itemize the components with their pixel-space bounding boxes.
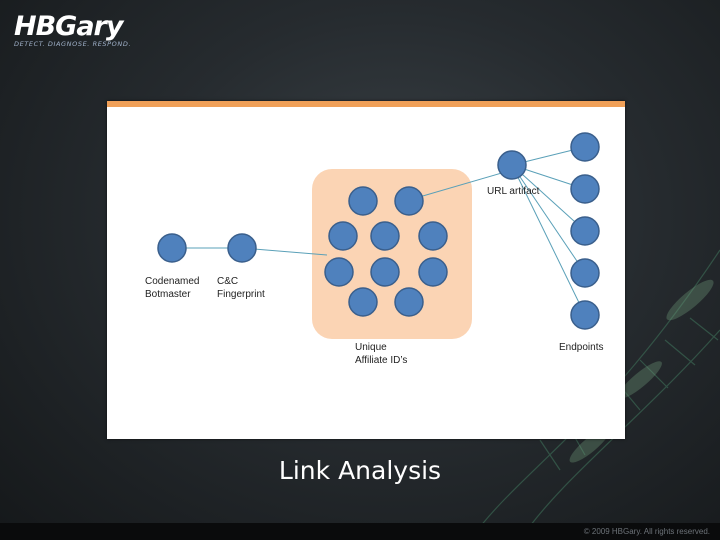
affiliate-node: [370, 221, 400, 251]
affiliate-node: [348, 287, 378, 317]
cc-fingerprint-node: [227, 233, 257, 263]
affiliate-node: [394, 186, 424, 216]
url-artifact-label: URL artifact: [487, 186, 540, 197]
affiliate-node: [370, 257, 400, 287]
botmaster-node: [157, 233, 187, 263]
endpoint-node: [570, 174, 600, 204]
diagram-panel: Codenamed Botmaster C&C Fingerprint Uniq…: [107, 101, 625, 439]
endpoint-node: [570, 216, 600, 246]
endpoint-node: [570, 300, 600, 330]
endpoint-node: [570, 132, 600, 162]
endpoints-label: Endpoints: [559, 342, 604, 353]
logo-wordmark: HBGary: [14, 11, 123, 42]
affiliate-node: [418, 257, 448, 287]
affiliate-node: [324, 257, 354, 287]
edge-url-endpoint-5: [511, 164, 586, 316]
cc-fingerprint-label: C&C Fingerprint: [217, 276, 265, 300]
endpoint-node: [570, 258, 600, 288]
affiliate-node: [394, 287, 424, 317]
logo-tagline: DETECT. DIAGNOSE. RESPOND.: [14, 40, 132, 48]
link-analysis-diagram: [157, 132, 600, 339]
slide-title: Link Analysis: [278, 456, 442, 485]
url-artifact-node: [497, 150, 527, 180]
copyright-notice: © 2009 HBGary. All rights reserved.: [583, 527, 710, 536]
affiliate-node: [418, 221, 448, 251]
affiliate-node: [328, 221, 358, 251]
edge-url-endpoint-3: [511, 164, 586, 232]
hbgary-logo: HBGary DETECT. DIAGNOSE. RESPOND.: [14, 11, 132, 49]
footer-bar: [0, 523, 720, 540]
edge-url-endpoint-4: [511, 164, 586, 274]
affiliate-group-box: [312, 169, 472, 339]
affiliate-ids-label: Unique Affiliate ID’s: [355, 342, 408, 366]
edge-group-url: [408, 169, 513, 201]
affiliate-node: [348, 186, 378, 216]
botmaster-label: Codenamed Botmaster: [145, 276, 200, 300]
